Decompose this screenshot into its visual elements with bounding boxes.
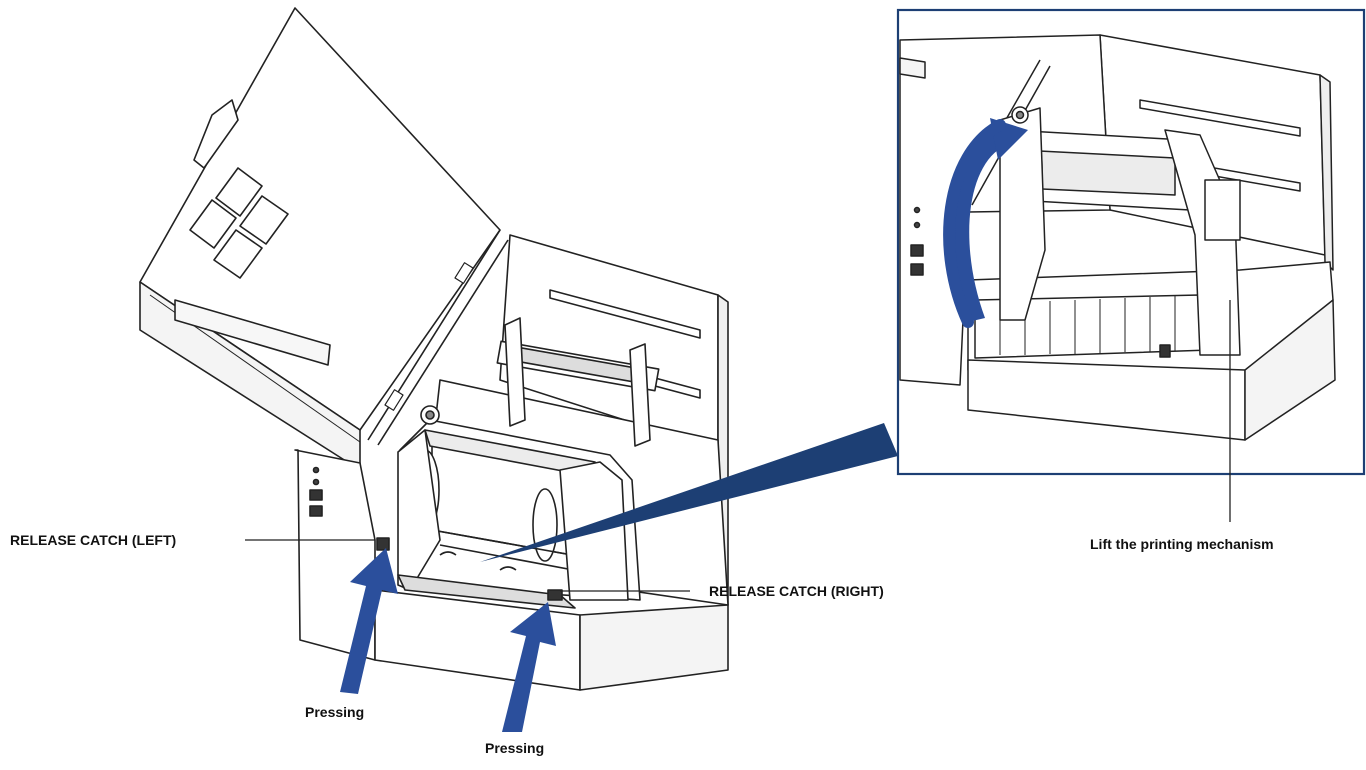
press-arrow	[502, 602, 556, 732]
pressing-left-label: Pressing	[305, 704, 365, 720]
lift-mechanism-label: Lift the printing mechanism	[1090, 536, 1274, 552]
release-catch-left-label: RELEASE CATCH (LEFT)	[10, 532, 177, 548]
press-arrow	[340, 548, 398, 694]
pressing-right-label: Pressing	[485, 740, 545, 756]
lift-arrow	[943, 118, 1028, 328]
printer-open-illustration	[139, 7, 729, 691]
zoom-beam	[480, 423, 898, 562]
release-catch-right-label: RELEASE CATCH (RIGHT)	[709, 583, 884, 599]
